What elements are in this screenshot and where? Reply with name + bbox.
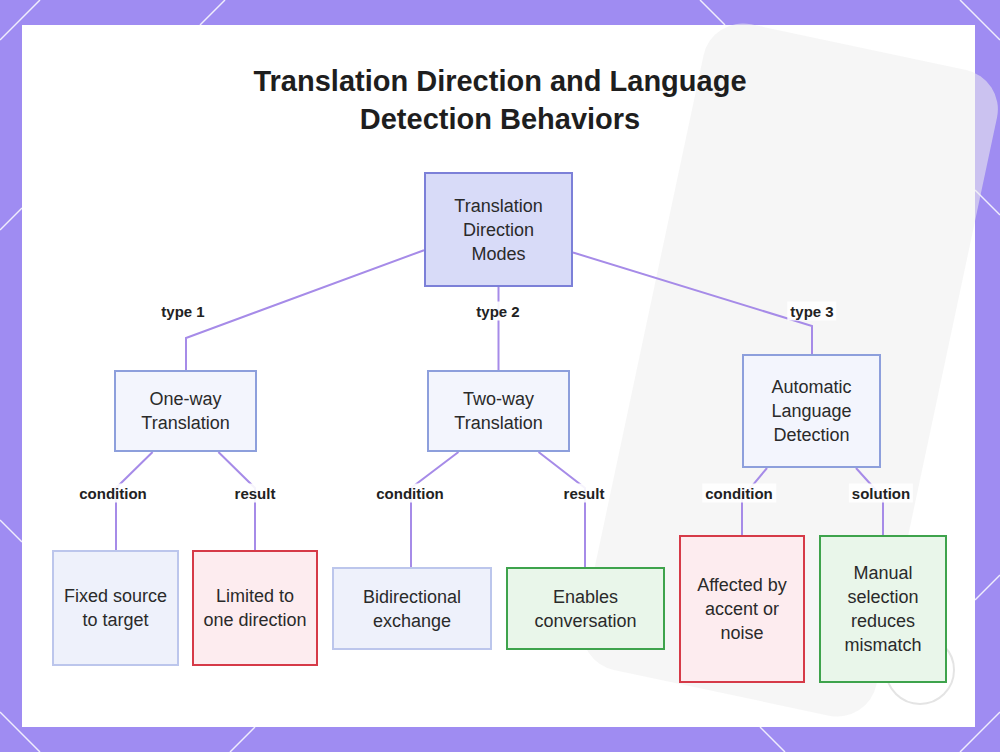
root-box: Translation Direction Modes <box>424 172 573 287</box>
edge-label: condition <box>76 484 150 503</box>
edge-label: condition <box>702 484 776 503</box>
node-text: Enables conversation <box>516 585 655 633</box>
category-box: Affected by accent or noise <box>679 535 805 683</box>
category-box: Bidirectional exchange <box>332 567 492 650</box>
connector-line <box>498 287 500 370</box>
node-text: Translation Direction Modes <box>434 194 563 266</box>
node-text: One-way Translation <box>124 387 247 435</box>
category-box: Manual selection reduces mismatch <box>819 535 947 683</box>
category-box: One-way Translation <box>114 370 257 452</box>
node-text: Two-way Translation <box>437 387 560 435</box>
node-text: Limited to one direction <box>202 584 308 632</box>
category-box: Automatic Language Detection <box>742 354 881 468</box>
category-box: Two-way Translation <box>427 370 570 452</box>
connector-line <box>573 253 812 355</box>
edge-label: type 3 <box>787 302 836 321</box>
category-box: Enables conversation <box>506 567 665 650</box>
node-text: Manual selection reduces mismatch <box>829 561 937 657</box>
edge-label: type 1 <box>158 302 207 321</box>
node-text: Affected by accent or noise <box>689 573 795 645</box>
edge-label: type 2 <box>473 302 522 321</box>
edge-label: condition <box>373 484 447 503</box>
connector-line <box>411 452 458 567</box>
connector-line <box>186 250 424 370</box>
edge-label: result <box>561 484 608 503</box>
diagram-title: Translation Direction and Language Detec… <box>200 62 800 138</box>
category-box: Limited to one direction <box>192 550 318 666</box>
node-text: Automatic Language Detection <box>752 375 871 447</box>
connector-line <box>539 452 585 567</box>
node-text: Fixed source to target <box>62 584 169 632</box>
edge-label: solution <box>849 484 913 503</box>
node-text: Bidirectional exchange <box>342 585 482 633</box>
category-box: Fixed source to target <box>52 550 179 666</box>
edge-label: result <box>232 484 279 503</box>
